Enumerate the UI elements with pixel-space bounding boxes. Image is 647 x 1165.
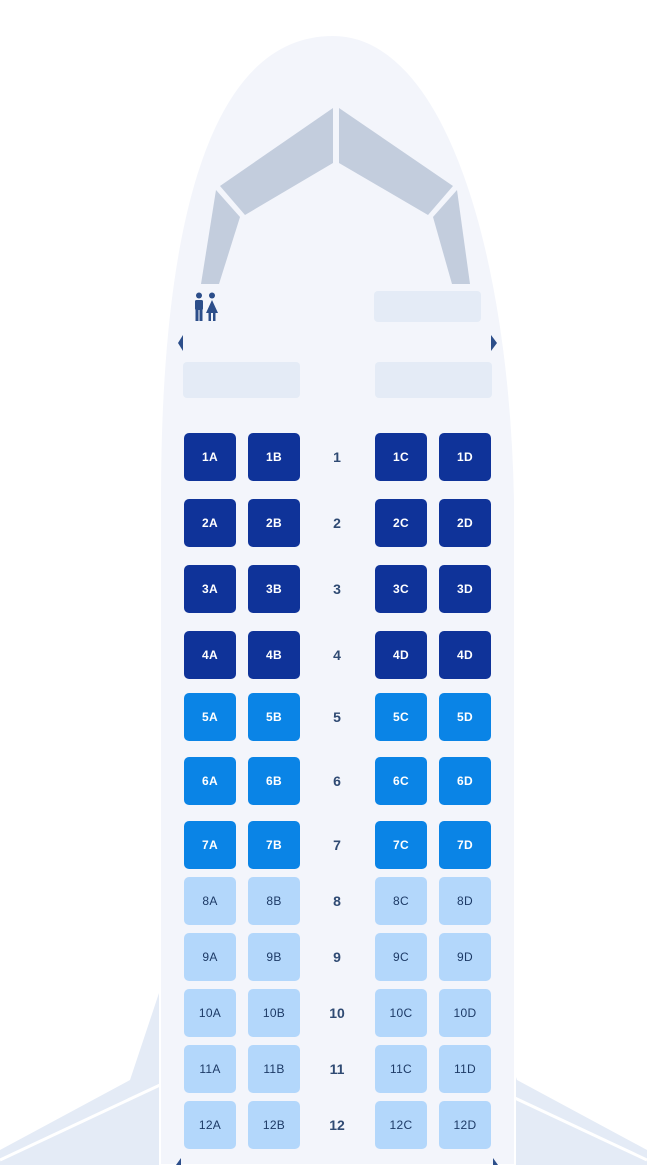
seat-2b[interactable]: 2B [248, 499, 300, 547]
cockpit-window-left [220, 108, 333, 215]
seat-4b[interactable]: 4B [248, 631, 300, 679]
galley-block-right [375, 362, 492, 398]
seat-3d[interactable]: 3D [439, 565, 491, 613]
seat-7b[interactable]: 7B [248, 821, 300, 869]
seat-6d[interactable]: 6D [439, 757, 491, 805]
row-number: 5 [333, 709, 341, 725]
seat-11a[interactable]: 11A [184, 1045, 236, 1093]
exit-arrow-right-bottom-icon [493, 1158, 498, 1165]
row-number: 4 [333, 647, 341, 663]
cockpit-side-window-left [201, 190, 240, 284]
seat-1c[interactable]: 1C [375, 433, 427, 481]
seat-2d[interactable]: 2D [439, 499, 491, 547]
seat-8a[interactable]: 8A [184, 877, 236, 925]
seat-7c[interactable]: 7C [375, 821, 427, 869]
seat-3a[interactable]: 3A [184, 565, 236, 613]
seat-7a[interactable]: 7A [184, 821, 236, 869]
row-number: 3 [333, 581, 341, 597]
seat-9d[interactable]: 9D [439, 933, 491, 981]
seat-4c[interactable]: 4D [375, 631, 427, 679]
seat-12b[interactable]: 12B [248, 1101, 300, 1149]
seat-2c[interactable]: 2C [375, 499, 427, 547]
row-number: 6 [333, 773, 341, 789]
seat-3b[interactable]: 3B [248, 565, 300, 613]
seat-8b[interactable]: 8B [248, 877, 300, 925]
seat-11b[interactable]: 11B [248, 1045, 300, 1093]
row-number: 12 [329, 1117, 345, 1133]
seat-5d[interactable]: 5D [439, 693, 491, 741]
cockpit-side-window-right [433, 190, 470, 284]
seat-12d[interactable]: 12D [439, 1101, 491, 1149]
seat-5b[interactable]: 5B [248, 693, 300, 741]
restroom-icon [195, 292, 218, 321]
row-number: 11 [329, 1061, 345, 1077]
seat-12c[interactable]: 12C [375, 1101, 427, 1149]
right-wing [487, 990, 647, 1165]
seat-9a[interactable]: 9A [184, 933, 236, 981]
seat-11c[interactable]: 11C [375, 1045, 427, 1093]
seat-9b[interactable]: 9B [248, 933, 300, 981]
seat-6a[interactable]: 6A [184, 757, 236, 805]
seat-7d[interactable]: 7D [439, 821, 491, 869]
seat-10c[interactable]: 10C [375, 989, 427, 1037]
row-number: 7 [333, 837, 341, 853]
cockpit-window-right [339, 108, 453, 215]
seat-9c[interactable]: 9C [375, 933, 427, 981]
seat-5a[interactable]: 5A [184, 693, 236, 741]
galley-block-left [183, 362, 300, 398]
seat-11d[interactable]: 11D [439, 1045, 491, 1093]
row-number: 8 [333, 893, 341, 909]
seat-12a[interactable]: 12A [184, 1101, 236, 1149]
seat-10a[interactable]: 10A [184, 989, 236, 1037]
row-number: 1 [333, 449, 341, 465]
seat-5c[interactable]: 5C [375, 693, 427, 741]
exit-arrow-left-bottom-icon [176, 1158, 181, 1165]
seat-6b[interactable]: 6B [248, 757, 300, 805]
seat-6c[interactable]: 6C [375, 757, 427, 805]
exit-arrow-right-icon [491, 335, 497, 351]
seat-1b[interactable]: 1B [248, 433, 300, 481]
row-number: 9 [333, 949, 341, 965]
seat-4d[interactable]: 4D [439, 631, 491, 679]
row-number: 10 [329, 1005, 345, 1021]
galley-block-top-right [374, 291, 481, 322]
seat-10b[interactable]: 10B [248, 989, 300, 1037]
seat-8d[interactable]: 8D [439, 877, 491, 925]
seat-4a[interactable]: 4A [184, 631, 236, 679]
seat-1d[interactable]: 1D [439, 433, 491, 481]
exit-arrow-left-icon [178, 335, 183, 351]
row-number: 2 [333, 515, 341, 531]
seat-1a[interactable]: 1A [184, 433, 236, 481]
seat-10d[interactable]: 10D [439, 989, 491, 1037]
seat-8c[interactable]: 8C [375, 877, 427, 925]
left-wing [0, 990, 160, 1165]
seat-2a[interactable]: 2A [184, 499, 236, 547]
seat-3c[interactable]: 3C [375, 565, 427, 613]
